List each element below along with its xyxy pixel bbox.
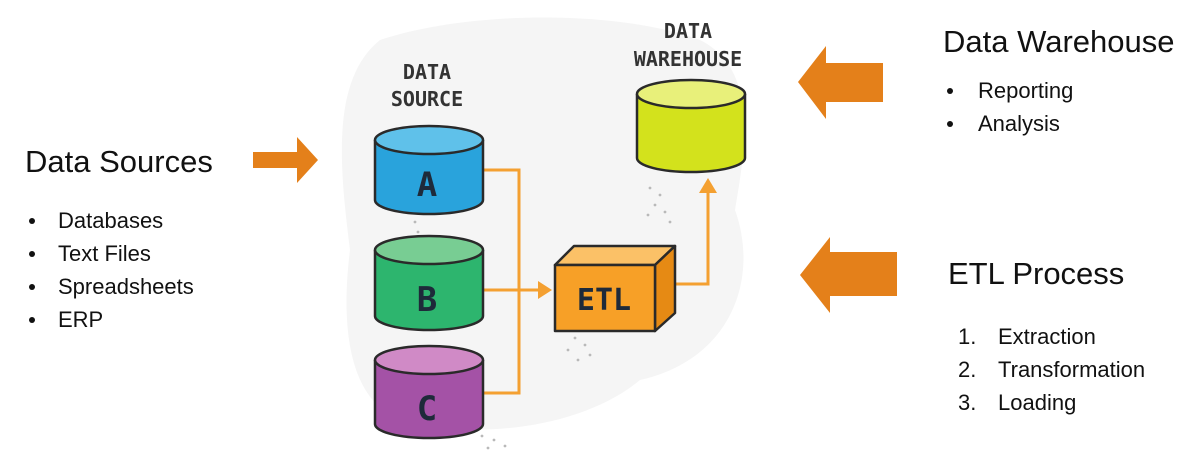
cylinder-b (373, 234, 485, 332)
data-source-label-line2: SOURCE (391, 87, 463, 111)
bullet-icon (29, 317, 35, 323)
data-warehouse-label-line1: DATA (664, 19, 712, 43)
cylinder-a-letter: A (417, 165, 437, 205)
connector-etl-warehouse (673, 188, 710, 286)
list-item: 1.Extraction (958, 324, 1096, 349)
arrowhead-to-etl (538, 281, 552, 299)
bullet-icon (947, 88, 953, 94)
connector-c (484, 290, 521, 395)
cylinder-a (373, 124, 485, 216)
cylinder-c (373, 344, 485, 440)
data-warehouse-cylinder (635, 78, 747, 174)
list-item: ERP (25, 303, 255, 336)
data-sources-list: Databases Text Files Spreadsheets ERP (25, 204, 255, 336)
arrow-left-icon (800, 237, 897, 313)
cylinder-b-letter: B (417, 280, 437, 320)
list-item: 2.Transformation (958, 357, 1146, 382)
arrowhead-to-warehouse (699, 178, 717, 193)
arrow-right-icon (253, 137, 318, 183)
bullet-icon (29, 251, 35, 257)
connector-lines (484, 168, 710, 395)
data-warehouse-panel: Data Warehouse Reporting Analysis (943, 24, 1198, 140)
cylinder-c-letter: C (417, 389, 437, 429)
data-warehouse-list: Reporting Analysis (943, 74, 1198, 140)
bullet-icon (29, 284, 35, 290)
etl-process-title: ETL Process (948, 256, 1125, 291)
data-warehouse-label-line2: WAREHOUSE (634, 47, 742, 71)
list-item: Spreadsheets (25, 270, 255, 303)
list-item: Reporting (943, 74, 1198, 107)
list-item: Text Files (25, 237, 255, 270)
arrow-left-icon (798, 46, 883, 119)
bullet-icon (947, 121, 953, 127)
data-sources-title: Data Sources (25, 144, 213, 179)
etl-steps-list: 1.Extraction 2.Transformation 3.Loading (958, 320, 1198, 419)
connector-a (484, 168, 521, 290)
data-source-label-line1: DATA (403, 60, 451, 84)
etl-box-label: ETL (577, 283, 631, 318)
etl-process-panel: ETL Process 1.Extraction 2.Transformatio… (948, 256, 1198, 419)
list-item: Analysis (943, 107, 1198, 140)
list-item: 3.Loading (958, 390, 1077, 415)
dots-decoration (413, 186, 672, 450)
data-warehouse-title: Data Warehouse (943, 24, 1175, 59)
etl-box (553, 244, 677, 333)
bullet-icon (29, 218, 35, 224)
list-item: Databases (25, 204, 255, 237)
data-sources-panel: Data Sources Databases Text Files Spread… (25, 144, 255, 336)
